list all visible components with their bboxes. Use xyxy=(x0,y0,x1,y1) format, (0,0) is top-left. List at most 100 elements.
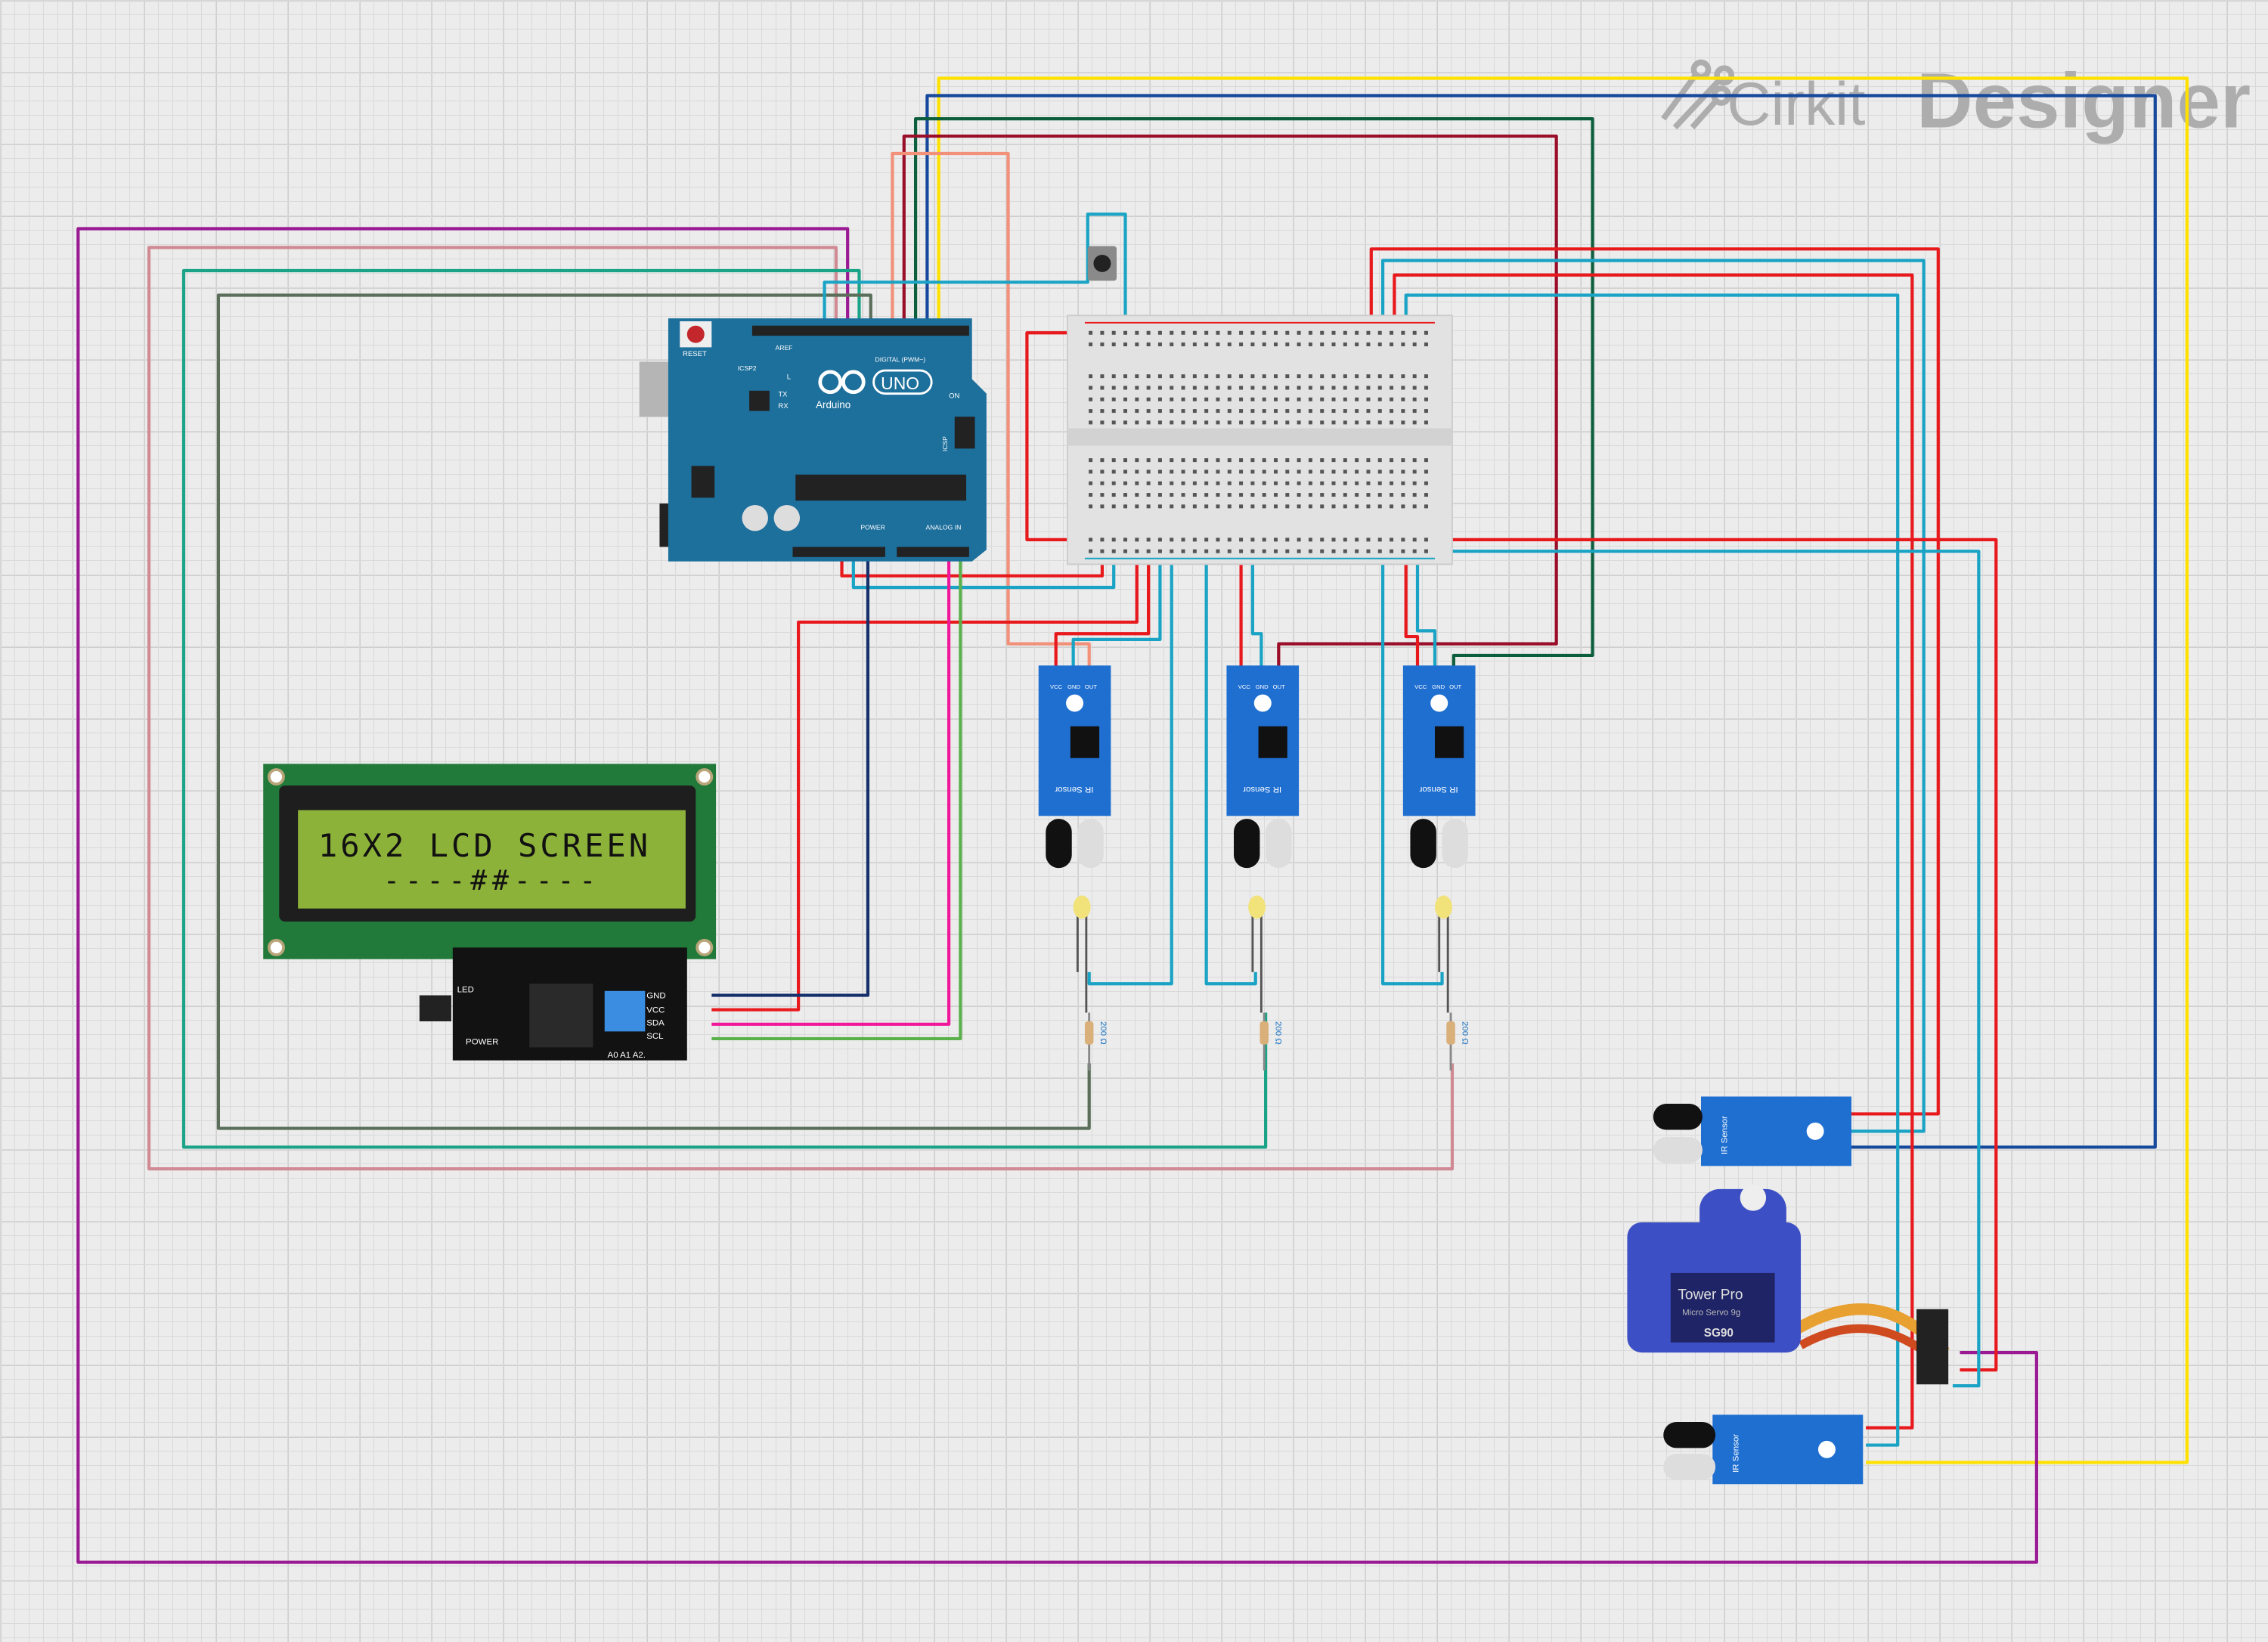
breadboard-hole[interactable] xyxy=(1401,493,1405,497)
breadboard-hole[interactable] xyxy=(1216,481,1220,485)
breadboard-hole[interactable] xyxy=(1204,330,1209,335)
breadboard-hole[interactable] xyxy=(1401,374,1405,379)
breadboard-hole[interactable] xyxy=(1239,458,1244,463)
wire-ir3-vcc[interactable] xyxy=(1404,539,1420,669)
breadboard-hole[interactable] xyxy=(1135,409,1139,414)
breadboard-hole[interactable] xyxy=(1308,420,1312,425)
breadboard-hole[interactable] xyxy=(1239,504,1244,509)
breadboard-hole[interactable] xyxy=(1320,458,1325,463)
breadboard-hole[interactable] xyxy=(1216,386,1220,390)
breadboard-hole[interactable] xyxy=(1111,469,1116,474)
breadboard-hole[interactable] xyxy=(1216,469,1220,474)
breadboard-hole[interactable] xyxy=(1135,420,1139,425)
breadboard-hole[interactable] xyxy=(1285,458,1290,463)
breadboard-hole[interactable] xyxy=(1424,493,1428,497)
breadboard-hole[interactable] xyxy=(1412,330,1417,335)
breadboard-hole[interactable] xyxy=(1377,549,1382,553)
breadboard-hole[interactable] xyxy=(1390,493,1394,497)
breadboard-hole[interactable] xyxy=(1089,469,1093,474)
breadboard-hole[interactable] xyxy=(1366,504,1371,509)
breadboard-hole[interactable] xyxy=(1216,493,1220,497)
breadboard-hole[interactable] xyxy=(1401,420,1405,425)
breadboard-hole[interactable] xyxy=(1401,504,1405,509)
breadboard-hole[interactable] xyxy=(1320,386,1325,390)
breadboard-hole[interactable] xyxy=(1135,330,1139,335)
wire-red-ir4[interactable] xyxy=(1369,247,1940,1116)
breadboard-hole[interactable] xyxy=(1401,397,1405,401)
breadboard-hole[interactable] xyxy=(1239,481,1244,485)
breadboard-hole[interactable] xyxy=(1297,549,1301,553)
breadboard-hole[interactable] xyxy=(1192,538,1197,542)
breadboard-hole[interactable] xyxy=(1424,549,1428,553)
wire-teal-ir5[interactable] xyxy=(1404,293,1900,1447)
breadboard-hole[interactable] xyxy=(1343,397,1347,401)
breadboard-hole[interactable] xyxy=(1135,386,1139,390)
breadboard-hole[interactable] xyxy=(1331,481,1336,485)
breadboard-hole[interactable] xyxy=(1204,374,1209,379)
breadboard-hole[interactable] xyxy=(1146,504,1151,509)
breadboard-hole[interactable] xyxy=(1123,386,1128,390)
wire-salmon[interactable] xyxy=(891,151,1091,669)
breadboard-hole[interactable] xyxy=(1227,342,1232,347)
breadboard-hole[interactable] xyxy=(1181,397,1185,401)
breadboard-hole[interactable] xyxy=(1250,493,1255,497)
breadboard-hole[interactable] xyxy=(1390,538,1394,542)
breadboard-hole[interactable] xyxy=(1274,493,1278,497)
breadboard-hole[interactable] xyxy=(1216,458,1220,463)
breadboard-hole[interactable] xyxy=(1355,504,1359,509)
breadboard-hole[interactable] xyxy=(1331,397,1336,401)
breadboard-hole[interactable] xyxy=(1355,458,1359,463)
breadboard-hole[interactable] xyxy=(1331,330,1336,335)
pushbutton[interactable] xyxy=(1087,246,1117,281)
breadboard-hole[interactable] xyxy=(1343,386,1347,390)
breadboard-hole[interactable] xyxy=(1297,493,1301,497)
breadboard-hole[interactable] xyxy=(1285,374,1290,379)
breadboard-hole[interactable] xyxy=(1239,386,1244,390)
breadboard-hole[interactable] xyxy=(1401,330,1405,335)
breadboard-hole[interactable] xyxy=(1285,538,1290,542)
breadboard-hole[interactable] xyxy=(1216,549,1220,553)
breadboard-hole[interactable] xyxy=(1204,397,1209,401)
breadboard-hole[interactable] xyxy=(1157,386,1162,390)
breadboard-hole[interactable] xyxy=(1262,504,1266,509)
breadboard-hole[interactable] xyxy=(1181,458,1185,463)
breadboard-hole[interactable] xyxy=(1390,458,1394,463)
breadboard-hole[interactable] xyxy=(1170,458,1174,463)
breadboard-hole[interactable] xyxy=(1377,504,1382,509)
breadboard-hole[interactable] xyxy=(1181,493,1185,497)
breadboard-hole[interactable] xyxy=(1239,420,1244,425)
breadboard-hole[interactable] xyxy=(1123,469,1128,474)
breadboard-hole[interactable] xyxy=(1239,493,1244,497)
breadboard-hole[interactable] xyxy=(1285,420,1290,425)
breadboard-hole[interactable] xyxy=(1170,538,1174,542)
breadboard-hole[interactable] xyxy=(1157,469,1162,474)
breadboard-hole[interactable] xyxy=(1401,458,1405,463)
breadboard-hole[interactable] xyxy=(1146,549,1151,553)
breadboard-hole[interactable] xyxy=(1285,493,1290,497)
breadboard-hole[interactable] xyxy=(1192,481,1197,485)
breadboard-hole[interactable] xyxy=(1366,481,1371,485)
breadboard-hole[interactable] xyxy=(1181,342,1185,347)
breadboard-hole[interactable] xyxy=(1285,481,1290,485)
breadboard-hole[interactable] xyxy=(1262,481,1266,485)
breadboard-hole[interactable] xyxy=(1181,538,1185,542)
breadboard-hole[interactable] xyxy=(1262,469,1266,474)
wire-rose[interactable] xyxy=(147,246,1455,1171)
breadboard-hole[interactable] xyxy=(1146,538,1151,542)
breadboard-hole[interactable] xyxy=(1297,420,1301,425)
breadboard-hole[interactable] xyxy=(1308,549,1312,553)
breadboard-hole[interactable] xyxy=(1274,409,1278,414)
breadboard-hole[interactable] xyxy=(1192,420,1197,425)
breadboard-hole[interactable] xyxy=(1377,420,1382,425)
breadboard-hole[interactable] xyxy=(1320,538,1325,542)
breadboard-hole[interactable] xyxy=(1123,493,1128,497)
breadboard-hole[interactable] xyxy=(1111,504,1116,509)
breadboard-hole[interactable] xyxy=(1412,409,1417,414)
breadboard-hole[interactable] xyxy=(1170,374,1174,379)
breadboard-hole[interactable] xyxy=(1250,330,1255,335)
breadboard-hole[interactable] xyxy=(1170,397,1174,401)
breadboard-hole[interactable] xyxy=(1320,342,1325,347)
breadboard-hole[interactable] xyxy=(1377,409,1382,414)
breadboard-hole[interactable] xyxy=(1216,420,1220,425)
